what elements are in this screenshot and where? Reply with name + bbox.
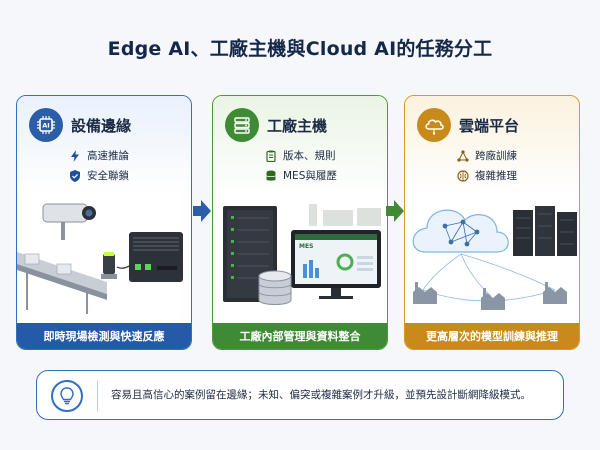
shield-icon (70, 169, 80, 182)
cloud-network-icon (412, 209, 509, 253)
factory-background-icon (309, 204, 381, 226)
edge-illustration (17, 203, 183, 314)
page-title: Edge AI、工廠主機與Cloud AI的任務分工 (107, 38, 493, 60)
cloud-illustration (412, 206, 577, 310)
monitor-icon: MES (291, 230, 381, 299)
dashboard-chart-icon (303, 253, 373, 278)
ai-badge-text: AI (42, 122, 49, 130)
server-icon (225, 108, 259, 142)
factory-icon (481, 288, 505, 310)
list-item-label: 高速推論 (87, 150, 129, 162)
factory-icon (413, 282, 437, 304)
panel-footer: 即時現場檢測與快速反應 (17, 323, 191, 349)
lightbulb-icon (51, 380, 83, 412)
panel-device-edge: AI 設備邊緣 高速推論 安全聯鎖 (16, 95, 192, 350)
list-item-label: 安全聯鎖 (87, 170, 129, 182)
divider (97, 381, 98, 411)
network-icon (457, 149, 469, 162)
panel-factory-host: 工廠主機 版本、規則 MES與履歷 (212, 95, 388, 350)
panel-footer: 工廠內部管理與資料整合 (213, 323, 387, 349)
datacenter-icon (513, 206, 577, 256)
list-item: 高速推論 (69, 148, 129, 163)
list-item-label: 複雜推理 (475, 170, 517, 182)
database-icon (266, 170, 276, 181)
lightning-icon (71, 149, 79, 162)
summary-note: 容易且高信心的案例留在邊緣；未知、偏突或複雜案例才升級，並預先設計斷網降級模式。 (36, 370, 564, 420)
list-item: 版本、規則 (265, 148, 336, 163)
mes-screen-label: MES (299, 243, 313, 250)
note-text: 容易且高信心的案例留在邊緣；未知、偏突或複雜案例才升級，並預先設計斷網降級模式。 (111, 389, 531, 401)
cloud-icon (417, 108, 451, 142)
database-cylinder-icon (258, 270, 292, 305)
ai-chip-icon: AI (29, 108, 63, 142)
factory-icon (543, 282, 567, 304)
camera-icon (42, 203, 96, 240)
list-item: 跨廠訓練 (457, 148, 517, 163)
clipboard-icon (266, 150, 276, 162)
panel-cloud-platform: 雲端平台 跨廠訓練 複雜推理 (404, 95, 580, 350)
list-item-label: 跨廠訓練 (475, 150, 517, 162)
panel-title: 設備邊緣 (71, 117, 132, 135)
list-item-label: 版本、規則 (283, 150, 336, 162)
edge-computer-icon (129, 232, 183, 282)
arrow-right-icon (193, 200, 211, 222)
list-item: MES與履歷 (265, 168, 337, 183)
panel-title: 雲端平台 (459, 117, 520, 135)
factory-illustration: MES (223, 204, 381, 305)
arrow-right-icon (386, 200, 404, 222)
list-item-label: MES與履歷 (283, 170, 337, 182)
conveyor-belt-icon (17, 252, 107, 314)
list-item: 複雜推理 (457, 168, 517, 183)
panel-footer: 更高層次的模型訓練與推理 (405, 323, 579, 349)
list-item: 安全聯鎖 (69, 168, 129, 183)
panel-title: 工廠主機 (267, 117, 328, 135)
sensor-icon (101, 252, 117, 279)
brain-icon (457, 169, 469, 182)
